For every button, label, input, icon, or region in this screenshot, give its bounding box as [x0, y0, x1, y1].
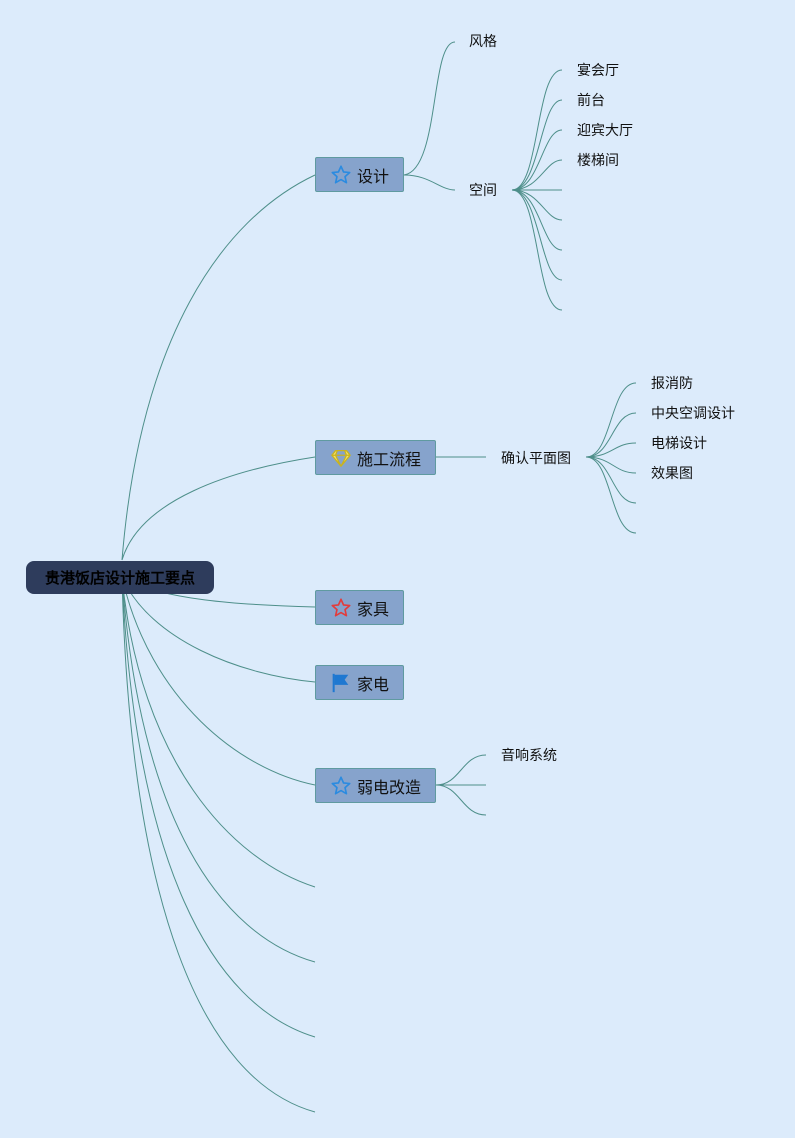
topic-appliance-label: 家电 [356, 674, 389, 694]
topic-process-label: 施工流程 [356, 449, 421, 469]
root-topic[interactable]: 贵港饭店设计施工要点 [26, 561, 214, 594]
leaf-space-3[interactable]: 迎宾大厅 [577, 123, 633, 139]
flag-blue-icon [330, 672, 352, 694]
star-red-icon [330, 597, 352, 619]
topic-lowvoltage-label: 弱电改造 [356, 777, 421, 797]
subtopic-space[interactable]: 空间 [469, 183, 497, 199]
star-blue-icon [330, 775, 352, 797]
leaf-space-1[interactable]: 宴会厅 [577, 63, 619, 79]
topic-design-label: 设计 [356, 166, 389, 186]
topic-lowvoltage[interactable]: 弱电改造 [315, 768, 436, 803]
subtopic-style[interactable]: 风格 [469, 34, 497, 50]
root-topic-label: 贵港饭店设计施工要点 [44, 569, 195, 587]
topic-design[interactable]: 设计 [315, 157, 404, 192]
star-blue-icon [330, 164, 352, 186]
diamond-yellow-icon [330, 447, 352, 469]
leaf-lowvoltage-1[interactable]: 音响系统 [501, 748, 557, 764]
leaf-space-4[interactable]: 楼梯间 [577, 153, 619, 169]
topic-furniture[interactable]: 家具 [315, 590, 404, 625]
topic-process[interactable]: 施工流程 [315, 440, 436, 475]
leaf-floorplan-2[interactable]: 中央空调设计 [651, 406, 735, 422]
topic-appliance[interactable]: 家电 [315, 665, 404, 700]
topic-furniture-label: 家具 [356, 599, 389, 619]
leaf-floorplan-3[interactable]: 电梯设计 [651, 436, 707, 452]
subtopic-floorplan[interactable]: 确认平面图 [501, 451, 571, 467]
leaf-space-2[interactable]: 前台 [577, 93, 605, 109]
leaf-floorplan-4[interactable]: 效果图 [651, 466, 693, 482]
leaf-floorplan-1[interactable]: 报消防 [651, 376, 693, 392]
